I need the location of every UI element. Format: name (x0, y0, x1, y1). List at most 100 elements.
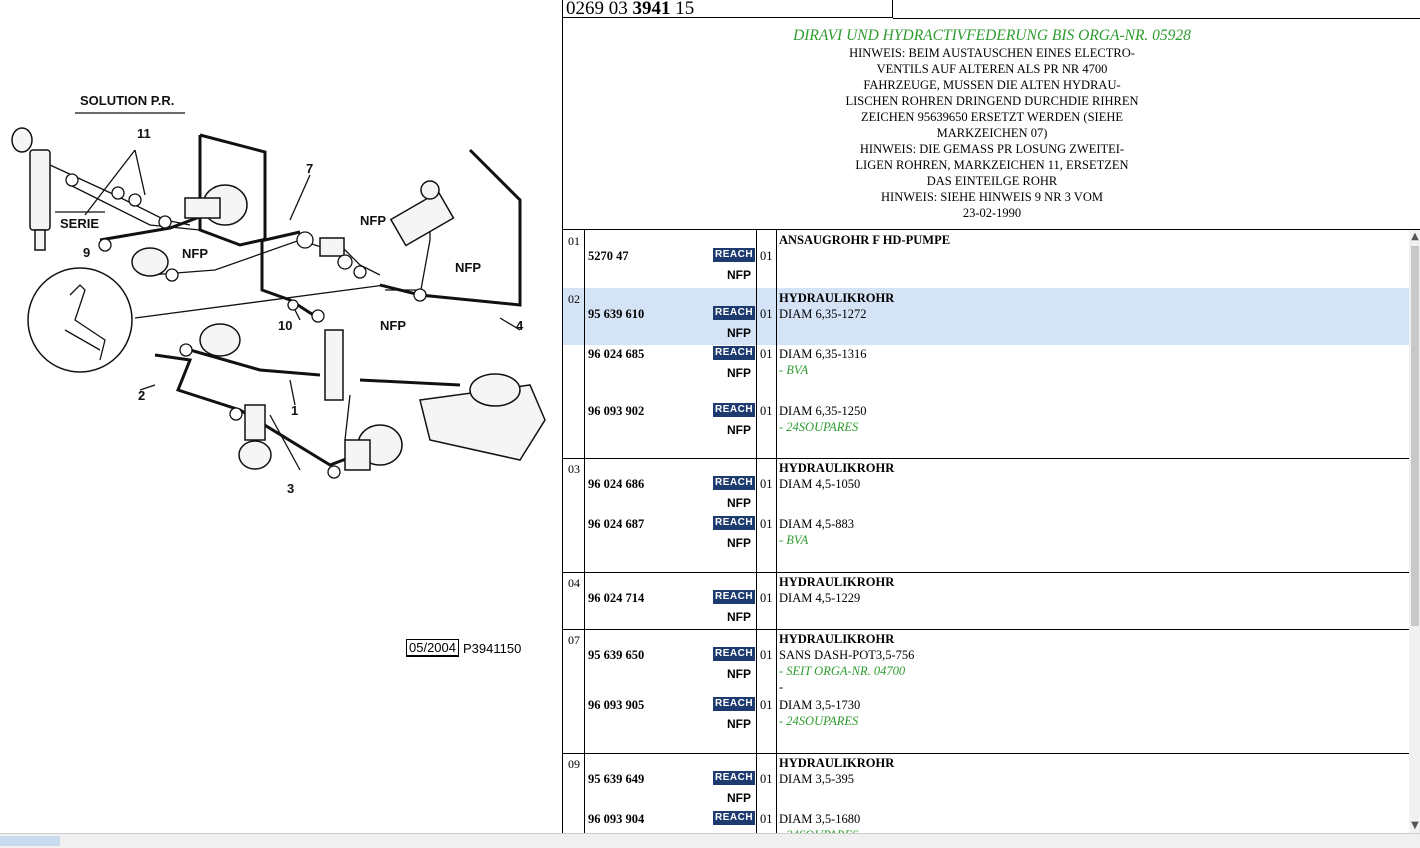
nfp-label: NFP (727, 791, 751, 805)
label-9: 9 (83, 245, 90, 260)
part-description: DIAM 3,5-1730 (779, 698, 861, 712)
column-divider (776, 629, 777, 753)
note-line: ZEICHEN 95639650 ERSETZT WERDEN (SIEHE (860, 110, 1123, 124)
group-number: 09 (568, 757, 580, 771)
column-divider (776, 572, 777, 629)
part-number[interactable]: 96 093 904 (588, 812, 645, 826)
scroll-down-icon[interactable]: ▼ (1411, 820, 1419, 831)
quantity: 01 (760, 772, 773, 786)
diagram-code: P3941150 (463, 640, 522, 656)
quantity: 01 (760, 517, 773, 531)
part-dash: - (779, 680, 784, 694)
column-divider (776, 458, 777, 572)
reach-badge: REACH (713, 771, 756, 785)
part-condition: - 24SOUPARES (779, 714, 859, 728)
part-condition: - SEIT ORGA-NR. 04700 (779, 664, 906, 678)
note-line: DAS EINTEILGE ROHR (926, 174, 1058, 188)
part-number[interactable]: 96 024 687 (588, 517, 645, 531)
label-nfp-4: NFP (380, 318, 406, 333)
label-serie: SERIE (60, 216, 99, 231)
part-number[interactable]: 96 093 902 (588, 404, 645, 418)
group-number: 02 (568, 292, 580, 306)
label-solution: SOLUTION P.R. (80, 93, 174, 108)
column-divider (584, 753, 585, 833)
bottom-bar (0, 833, 1420, 848)
catalog-reference: 0269 03 3941 15 (563, 0, 893, 18)
part-number[interactable]: 95 639 650 (588, 648, 645, 662)
nfp-label: NFP (727, 496, 751, 510)
column-divider (756, 629, 757, 753)
note-line: MARKZEICHEN 07) (936, 126, 1048, 140)
scroll-thumb[interactable] (1411, 246, 1419, 626)
reach-badge: REACH (713, 811, 756, 825)
reach-badge: REACH (713, 403, 756, 417)
bottom-tab[interactable] (0, 836, 60, 846)
column-divider (584, 629, 585, 753)
part-number[interactable]: 96 024 685 (588, 347, 645, 361)
label-7: 7 (306, 161, 313, 176)
column-divider (776, 288, 777, 458)
hydraulic-schematic: SOLUTION P.R. SERIE 11 9 NFP NFP NFP NFP… (11, 93, 546, 496)
vertical-scrollbar[interactable]: ▲ ▼ (1409, 230, 1420, 833)
nfp-label: NFP (727, 268, 751, 282)
part-number[interactable]: 96 024 714 (588, 591, 645, 605)
column-divider (756, 572, 757, 629)
part-description: DIAM 6,35-1250 (779, 404, 867, 418)
part-description: DIAM 6,35-1272 (779, 307, 867, 321)
scroll-up-icon[interactable]: ▲ (1411, 231, 1419, 242)
label-nfp-1: NFP (182, 246, 208, 261)
part-number[interactable]: 5270 47 (588, 249, 629, 263)
note-line: FAHRZEUGE, MUSSEN DIE ALTEN HYDRAU- (863, 78, 1121, 92)
part-description: DIAM 6,35-1316 (779, 347, 867, 361)
reach-badge: REACH (713, 697, 756, 711)
part-condition: - 24SOUPARES (779, 828, 858, 833)
part-description: SANS DASH-POT3,5-756 (779, 648, 915, 662)
part-description: DIAM 3,5-395 (779, 772, 854, 786)
quantity: 01 (760, 477, 773, 491)
quantity: 01 (760, 648, 773, 662)
column-divider (776, 753, 777, 833)
group-title: HYDRAULIKROHR (779, 291, 895, 305)
reach-badge: REACH (713, 346, 756, 360)
part-number[interactable]: 96 093 905 (588, 698, 645, 712)
quantity: 01 (760, 812, 773, 826)
group-number: 03 (568, 462, 580, 476)
quantity: 01 (760, 591, 773, 605)
part-description: DIAM 4,5-1050 (779, 477, 861, 491)
column-divider (776, 230, 777, 288)
part-number[interactable]: 95 639 649 (588, 772, 645, 786)
parts-list-panel: 0269 03 3941 15 DIRAVI UND HYDRACTIVFEDE… (562, 0, 1420, 847)
group-title: HYDRAULIKROHR (779, 756, 895, 770)
label-2: 2 (138, 388, 145, 403)
note-line: HINWEIS: DIE GEMASS PR LOSUNG ZWEITEI- (859, 142, 1125, 156)
note-line: VENTILS AUF ALTEREN ALS PR NR 4700 (876, 62, 1108, 76)
quantity: 01 (760, 404, 773, 418)
note-line: HINWEIS: BEIM AUSTAUSCHEN EINES ELECTRO- (849, 46, 1135, 60)
label-1: 1 (291, 403, 298, 418)
part-condition: - BVA (779, 533, 809, 547)
column-divider (756, 288, 757, 458)
column-divider (756, 458, 757, 572)
note-line: LISCHEN ROHREN DRINGEND DURCHDIE RIHREN (845, 94, 1139, 108)
selected-row-highlight (563, 288, 1409, 345)
part-description: DIAM 3,5-1680 (779, 812, 861, 826)
reach-badge: REACH (713, 306, 756, 320)
note-line: LIGEN ROHREN, MARKZEICHEN 11, ERSETZEN (855, 158, 1129, 172)
column-divider (756, 230, 757, 288)
ref-bold: 3941 (632, 0, 671, 18)
diagram-date: 05/2004 (406, 639, 459, 657)
part-condition: - 24SOUPARES (779, 420, 859, 434)
label-10: 10 (278, 318, 292, 333)
part-number[interactable]: 96 024 686 (588, 477, 645, 491)
diagram-reference: 05/2004 P3941150 (406, 639, 521, 657)
part-number[interactable]: 95 639 610 (588, 307, 645, 321)
quantity: 01 (760, 307, 773, 321)
note-line: HINWEIS: SIEHE HINWEIS 9 NR 3 VOM (881, 190, 1103, 204)
ref-suffix: 15 (670, 0, 695, 18)
